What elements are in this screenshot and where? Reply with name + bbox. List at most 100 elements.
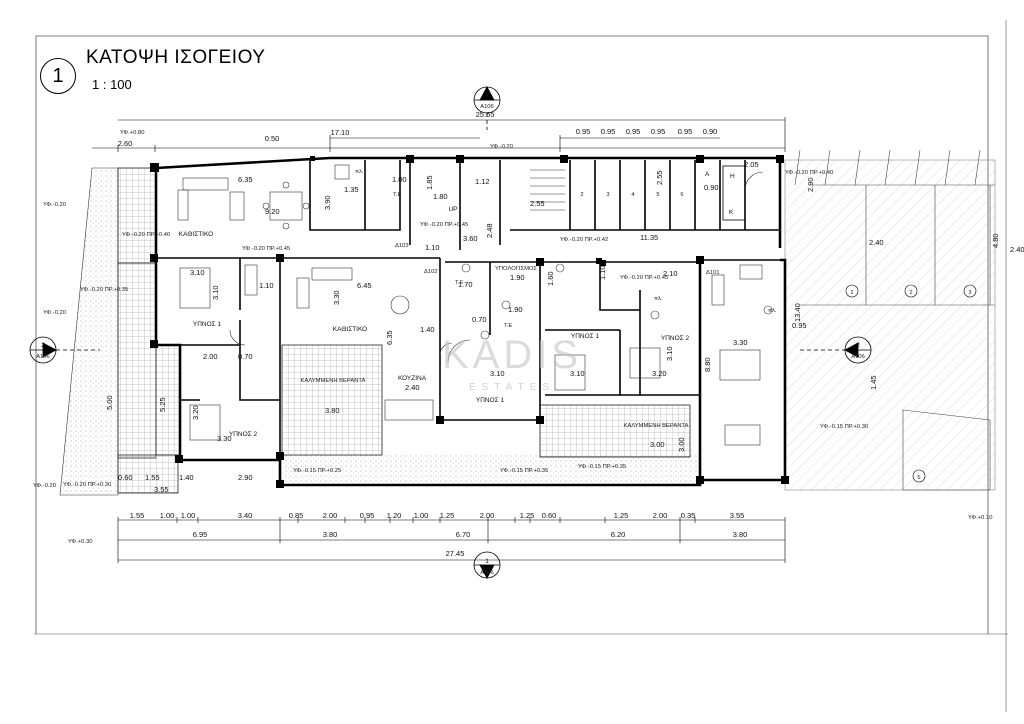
tiled-terraces: [117, 167, 691, 494]
storage-unit-3: 3: [606, 192, 609, 198]
rd-10: 2.55: [655, 170, 664, 185]
rd-23: 0.70: [238, 352, 253, 361]
rd-4: 3.90: [323, 195, 332, 210]
rd-8: 1.12: [475, 177, 490, 186]
rd-3: 1.35: [344, 185, 359, 194]
dim-b13: 0.60: [542, 511, 557, 520]
door-d102: Δ102: [424, 269, 438, 275]
rd-49: 1.40: [179, 473, 194, 482]
dim-b17: 3.55: [730, 511, 745, 520]
stairs-up-label: UP: [448, 206, 457, 213]
lvl-2: ΥΦ.-0.20: [490, 144, 513, 150]
drawing-number-badge: 1: [40, 58, 76, 94]
lvl-17: ΥΦ.+0.30: [68, 539, 92, 545]
drawing-scale: 1 : 100: [92, 77, 132, 92]
rd-50: 5.00: [105, 395, 114, 410]
te-label-2: Τ.Ε: [455, 280, 464, 286]
level-annotations: ΥΦ.+0.80 ΥΦ.-0.20 ΥΦ.-0.20 ΥΦ.-0.20 ΠΡ.+…: [33, 130, 992, 545]
rd-43: 2.05: [744, 160, 759, 169]
rd-47: 3.55: [154, 485, 169, 494]
rd-57: 0.70: [472, 315, 487, 324]
rd-55: 1.60: [546, 271, 555, 286]
storage-unit-5: 5: [656, 192, 659, 198]
dim-overall-top: 25.65: [476, 110, 495, 119]
dim-c2: 3.80: [323, 530, 338, 539]
section-bottom-ref: A106: [480, 570, 494, 576]
landscape-areas: [59, 167, 700, 496]
bottom-dim-row2: 6.95 3.80 6.70 6.20 3.80: [193, 530, 748, 539]
lvl-16: ΥΦ.-0.20: [43, 310, 66, 316]
rd-17: 1.10: [259, 281, 274, 290]
dimension-lines: [92, 117, 786, 563]
pl-label-2: πλ.: [654, 296, 663, 302]
lvl-15: ΥΦ.-0.20 ΠΡ.+0.30: [63, 482, 111, 488]
storage-unit-6: 6: [680, 192, 683, 198]
rd-9: 2.55: [530, 199, 545, 208]
rd-45: 1.55: [145, 473, 160, 482]
dim-b6: 2.00: [323, 511, 338, 520]
rd-46: 2.90: [238, 473, 253, 482]
storage-unit-4: 4: [631, 192, 635, 198]
drawing-title: ΚΑΤΟΨΗ ΙΣΟΓΕΙΟΥ: [86, 47, 266, 68]
rd-15: 3.10: [190, 268, 205, 277]
dim-b16: 0.35: [681, 511, 696, 520]
room-bed-1b: ΥΠΝΟΣ 1: [476, 397, 505, 404]
dim-c5: 3.80: [733, 530, 748, 539]
dim-step-3: 0.95: [626, 127, 641, 136]
parking-1: 1: [850, 290, 853, 296]
dim-overall-bottom: 27.45: [446, 549, 465, 558]
dim-b11: 2.00: [480, 511, 495, 520]
parking-3: 3: [968, 290, 971, 296]
room-bed-1c: ΥΠΝΟΣ 1: [571, 333, 600, 340]
dim-b5: 0.85: [289, 511, 304, 520]
rd-13: 3.60: [463, 234, 478, 243]
rd-48: 0.60: [118, 473, 133, 482]
watermark-brand: KADIS: [442, 333, 582, 377]
dim-b7: 0.95: [360, 511, 375, 520]
rd-29: 1.90: [510, 273, 525, 282]
rd-35: 2.10: [663, 269, 678, 278]
dim-step-5: 0.95: [678, 127, 693, 136]
watermark-sub: ESTATES: [469, 382, 555, 393]
rd-25: 3.30: [217, 434, 232, 443]
lvl-12: ΥΦ.-0.15 ΠΡ.+0.35: [500, 468, 548, 474]
rd-34: 3.10: [665, 346, 674, 361]
rd-11: 11.35: [640, 233, 658, 242]
section-top-ref: A106: [480, 104, 494, 110]
dim-step-6: 0.90: [703, 127, 718, 136]
furniture: [177, 164, 773, 446]
rd-7: 1.80: [433, 192, 448, 201]
lvl-10: ΥΦ.-0.20 ΠΡ.+0.35: [80, 287, 128, 293]
dim-b4: 3.40: [238, 511, 253, 520]
structural-columns: [150, 155, 789, 488]
dim-b2: 1.00: [160, 511, 175, 520]
section-left-number: 2: [41, 342, 45, 349]
parking-area: [784, 149, 996, 491]
rd-31: 3.10: [490, 369, 505, 378]
door-d103: Δ103: [395, 243, 409, 249]
misc-labels: A H K 0.90 Δ103 Δ102 Δ101 Τ.Ε Τ.Ε Τ.Ε πλ…: [355, 165, 777, 329]
lift-label-h: H: [730, 173, 735, 180]
rd-51: 5.25: [158, 397, 167, 412]
rd-1: 6.35: [238, 175, 253, 184]
rd-12: 1.10: [425, 243, 440, 252]
dim-b10: 1.25: [440, 511, 455, 520]
lvl-7: ΥΦ.-0.20 ΠΡ.+0.42: [560, 237, 608, 243]
dim-step-1: 0.95: [576, 127, 591, 136]
rd-32: 3.10: [570, 369, 585, 378]
rd-54: 3.00: [677, 437, 686, 452]
dim-left-block: 17.10: [331, 128, 350, 137]
room-veranda-2: ΚΑΛΥΜΜΕΝΗ ΒΕΡΑΝΤΑ: [624, 423, 689, 429]
section-right-number: 2: [856, 342, 860, 349]
rd-2: 9.20: [265, 207, 280, 216]
room-storage: ΥΠΟΛΟΓΙΣΜΟΣ: [495, 266, 537, 272]
rd-22: 2.00: [203, 352, 218, 361]
dim-b9: 1.00: [414, 511, 429, 520]
rd-6: 1.85: [425, 175, 434, 190]
section-bottom-number: 1: [485, 558, 489, 565]
parking-numbers: [845, 284, 977, 483]
lift-dim: 0.90: [704, 183, 719, 192]
lift-shaft: [722, 165, 746, 221]
room-bed-2b: ΥΠΝΟΣ 2: [661, 335, 690, 342]
